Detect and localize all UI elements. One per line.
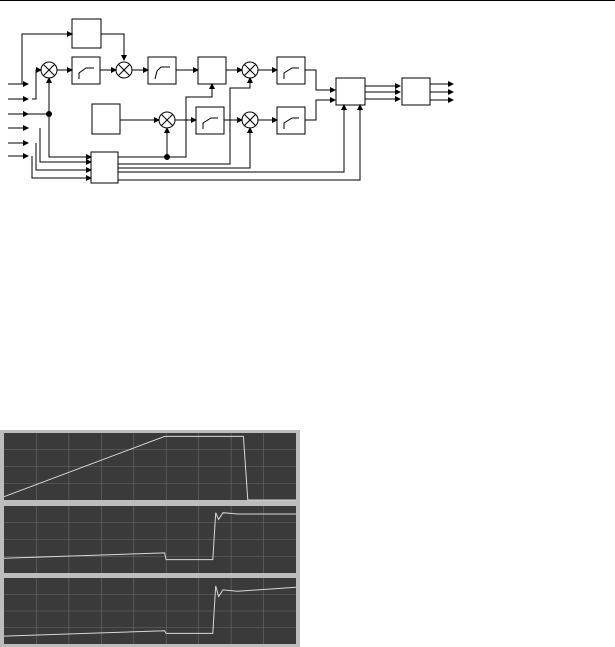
block-diagram [8,18,454,184]
scope-trace-2 [3,512,296,561]
limiter-1 [71,56,101,85]
summing-block [197,56,227,85]
multiplier-3 [241,61,259,79]
multiplier-4 [158,111,176,129]
ramp-limiter [147,56,177,85]
scope-trace-1 [3,435,296,501]
logic-block [90,151,119,184]
limiter-3 [195,106,225,135]
limiter-2 [276,56,306,85]
multiplier-1 [40,61,58,79]
output-block [401,77,431,106]
scope-trace-3 [3,585,297,637]
multiplier-2 [115,61,133,79]
multiplier-5 [241,111,259,129]
delay-block [71,18,102,49]
limiter-4 [276,106,306,135]
top-rule [0,0,615,1]
combiner-block [335,77,366,106]
constant-block [91,103,121,135]
scope-panel [0,430,300,647]
